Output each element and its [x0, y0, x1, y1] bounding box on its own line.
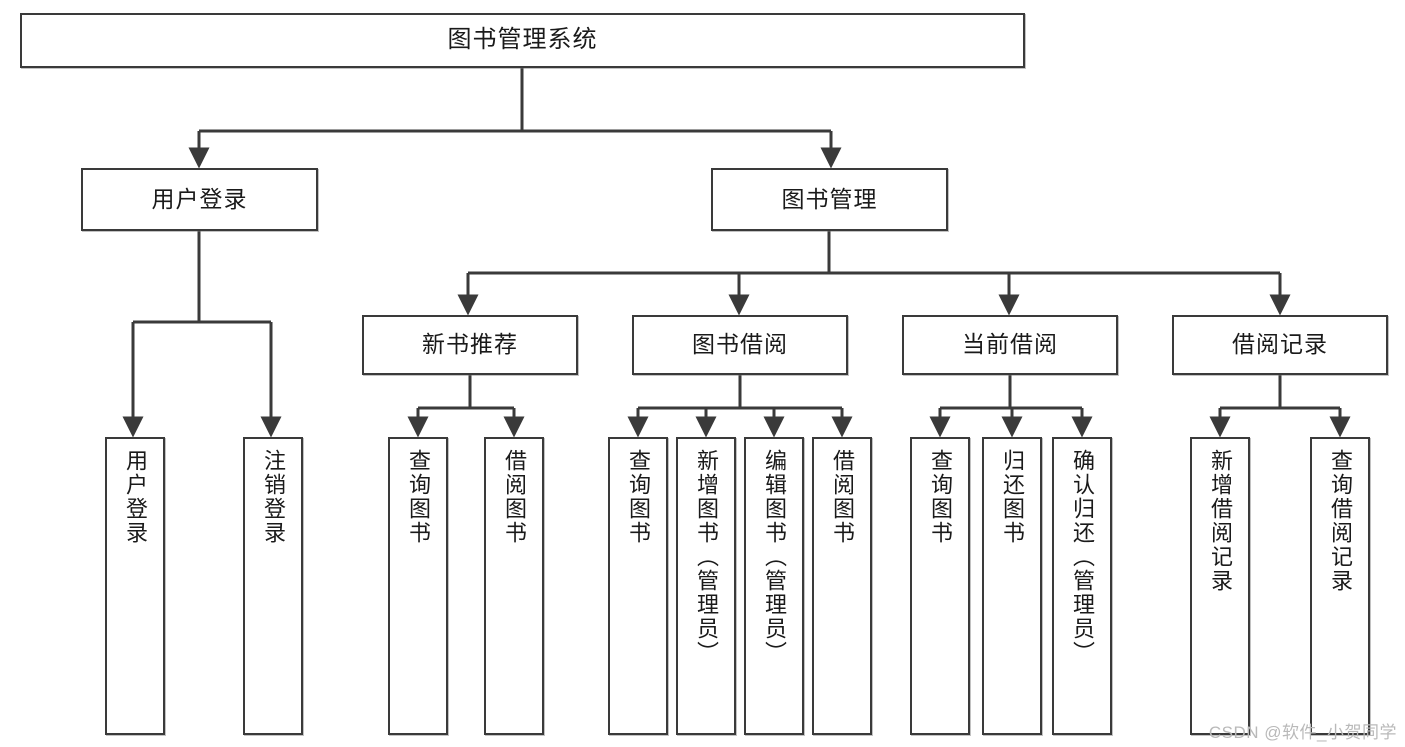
node-leaf-user-login-label: 用户登录 — [122, 449, 148, 545]
node-leaf-add-book-label: 新增图书（管理员） — [693, 449, 719, 665]
node-root[interactable]: 图书管理系统 — [20, 13, 1025, 68]
node-leaf-query-book-3-label: 查询图书 — [927, 449, 953, 545]
node-user-login-label: 用户登录 — [151, 185, 248, 212]
node-leaf-edit-book-label: 编辑图书（管理员） — [761, 449, 787, 665]
node-leaf-add-book[interactable]: 新增图书（管理员） — [676, 437, 736, 735]
node-new-book-rec[interactable]: 新书推荐 — [362, 315, 578, 375]
node-current-borrow[interactable]: 当前借阅 — [902, 315, 1118, 375]
node-leaf-confirm-return-label: 确认归还（管理员） — [1069, 449, 1095, 665]
node-leaf-return-book-label: 归还图书 — [999, 449, 1025, 545]
node-leaf-logout-label: 注销登录 — [260, 449, 286, 545]
node-leaf-query-book-2[interactable]: 查询图书 — [608, 437, 668, 735]
node-borrow-record-label: 借阅记录 — [1232, 331, 1328, 358]
node-root-label: 图书管理系统 — [447, 26, 598, 54]
node-leaf-add-record[interactable]: 新增借阅记录 — [1190, 437, 1250, 735]
node-leaf-query-book-1-label: 查询图书 — [405, 449, 431, 545]
node-leaf-edit-book[interactable]: 编辑图书（管理员） — [744, 437, 804, 735]
node-book-borrow-label: 图书借阅 — [692, 331, 788, 358]
node-leaf-confirm-return[interactable]: 确认归还（管理员） — [1052, 437, 1112, 735]
node-leaf-query-record[interactable]: 查询借阅记录 — [1310, 437, 1370, 735]
node-leaf-user-login[interactable]: 用户登录 — [105, 437, 165, 735]
node-leaf-borrow-book-1-label: 借阅图书 — [501, 449, 527, 545]
node-leaf-logout[interactable]: 注销登录 — [243, 437, 303, 735]
node-leaf-borrow-book-2[interactable]: 借阅图书 — [812, 437, 872, 735]
watermark: CSDN @软件_小贺同学 — [1208, 723, 1397, 742]
node-current-borrow-label: 当前借阅 — [962, 331, 1058, 358]
node-leaf-add-record-label: 新增借阅记录 — [1207, 449, 1233, 593]
node-new-book-rec-label: 新书推荐 — [422, 331, 518, 358]
node-book-manage-label: 图书管理 — [781, 185, 878, 212]
node-leaf-query-book-3[interactable]: 查询图书 — [910, 437, 970, 735]
node-book-manage[interactable]: 图书管理 — [711, 168, 948, 231]
node-leaf-query-book-1[interactable]: 查询图书 — [388, 437, 448, 735]
node-leaf-return-book[interactable]: 归还图书 — [982, 437, 1042, 735]
node-leaf-borrow-book-2-label: 借阅图书 — [829, 449, 855, 545]
node-user-login[interactable]: 用户登录 — [81, 168, 318, 231]
node-book-borrow[interactable]: 图书借阅 — [632, 315, 848, 375]
node-leaf-query-record-label: 查询借阅记录 — [1327, 449, 1353, 593]
node-leaf-borrow-book-1[interactable]: 借阅图书 — [484, 437, 544, 735]
node-borrow-record[interactable]: 借阅记录 — [1172, 315, 1388, 375]
node-leaf-query-book-2-label: 查询图书 — [625, 449, 651, 545]
